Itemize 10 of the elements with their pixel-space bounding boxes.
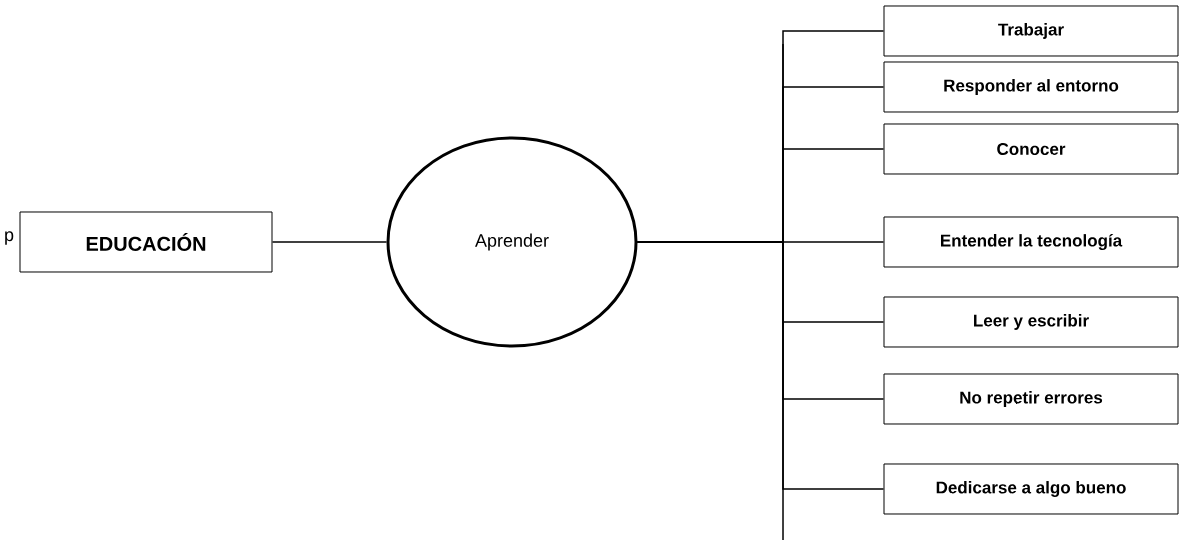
connector-line — [271, 241, 388, 243]
concept-box: Conocer — [883, 123, 1179, 175]
concept-box: Entender la tecnología — [883, 216, 1179, 268]
concept-box: Leer y escribir — [883, 296, 1179, 348]
connector-line — [636, 241, 885, 490]
concept-box: Trabajar — [883, 5, 1179, 57]
concept-box: Dedicarse a algo bueno — [883, 463, 1179, 515]
concept-box: No repetir errores — [883, 373, 1179, 425]
concept-box: EDUCACIÓN — [19, 211, 273, 273]
concept-box: Responder al entorno — [883, 61, 1179, 113]
